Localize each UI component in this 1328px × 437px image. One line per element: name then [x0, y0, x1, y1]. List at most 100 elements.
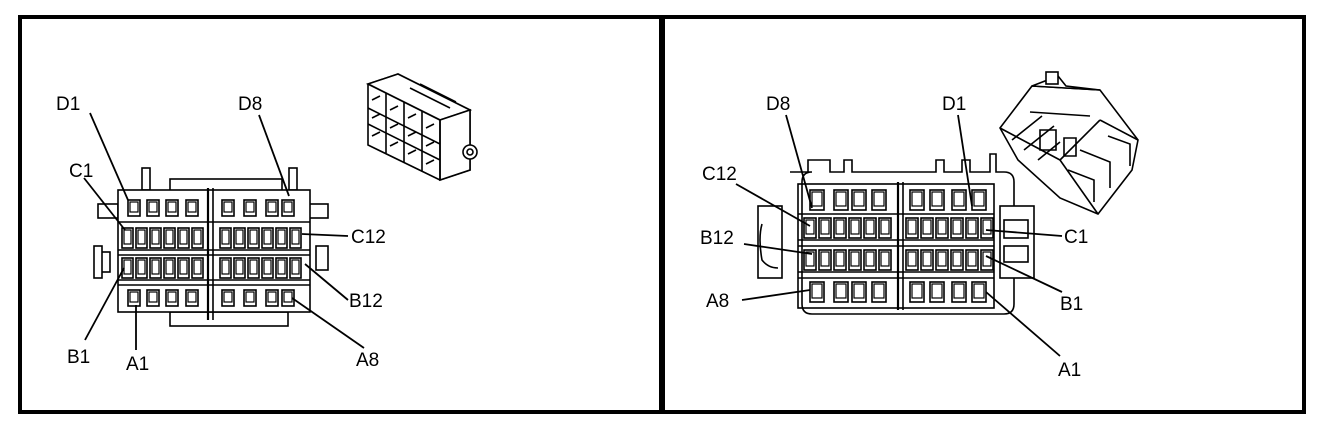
- left-pin-labels: D1 D8 C1 C12 B1 B12 A1 A8: [56, 94, 386, 375]
- terminal-cavity-inner: [937, 251, 947, 267]
- terminal-cavity-inner: [820, 219, 830, 235]
- terminal-cavity-inner: [953, 283, 965, 299]
- terminal-cavity-inner: [263, 229, 272, 245]
- terminal-cavity-inner: [937, 219, 947, 235]
- terminal-cavity-inner: [193, 229, 202, 245]
- left-label-b1: B1: [67, 347, 90, 368]
- terminal-cavity-inner: [165, 229, 174, 245]
- right-label-d1: D1: [942, 94, 966, 115]
- right-leader-lines: [735, 114, 1063, 357]
- left-connector-isometric: [365, 73, 478, 182]
- terminal-cavity-inner: [982, 219, 992, 235]
- terminal-cavity-inner: [873, 283, 885, 299]
- terminal-cavity-inner: [922, 251, 932, 267]
- terminal-cavity-inner: [167, 201, 177, 213]
- right-label-d8: D8: [766, 94, 790, 115]
- terminal-cavity: [177, 227, 190, 249]
- terminal-cavity-inner: [123, 229, 132, 245]
- terminal-cavity: [909, 281, 925, 303]
- terminal-cavity-inner: [235, 259, 244, 275]
- left-cavities-row-d: [127, 199, 295, 217]
- terminal-cavity: [219, 227, 232, 249]
- terminal-cavity-inner: [907, 219, 917, 235]
- terminal-cavity: [809, 281, 825, 303]
- terminal-cavity-inner: [277, 259, 286, 275]
- terminal-cavity-inner: [221, 229, 230, 245]
- right-pin-labels: D8 D1 C12 C1 B12 B1 A8 A1: [700, 94, 1088, 381]
- terminal-cavity-inner: [805, 251, 815, 267]
- terminal-cavity: [289, 257, 302, 279]
- terminal-cavity: [951, 189, 967, 211]
- terminal-cavity: [135, 257, 148, 279]
- terminal-cavity-inner: [223, 201, 233, 213]
- terminal-cavity-inner: [129, 201, 139, 213]
- terminal-cavity: [878, 217, 892, 239]
- right-label-c1: C1: [1064, 227, 1088, 248]
- terminal-cavity-inner: [865, 219, 875, 235]
- terminal-cavity: [233, 257, 246, 279]
- terminal-cavity: [878, 249, 892, 271]
- terminal-cavity: [163, 257, 176, 279]
- terminal-cavity-inner: [805, 219, 815, 235]
- terminal-cavity: [163, 227, 176, 249]
- terminal-cavity-inner: [811, 191, 823, 207]
- terminal-cavity-inner: [137, 259, 146, 275]
- terminal-cavity-inner: [151, 229, 160, 245]
- terminal-cavity-inner: [931, 191, 943, 207]
- right-label-b12: B12: [700, 228, 734, 249]
- terminal-cavity-inner: [911, 191, 923, 207]
- terminal-cavity: [191, 227, 204, 249]
- right-connector-isometric: [999, 71, 1139, 215]
- terminal-cavity-inner: [953, 191, 965, 207]
- terminal-cavity: [871, 281, 887, 303]
- left-label-d1: D1: [56, 94, 80, 115]
- terminal-cavity-inner: [235, 229, 244, 245]
- right-cavities-row-b: [803, 249, 994, 271]
- left-label-c1: C1: [69, 161, 93, 182]
- terminal-cavity: [863, 249, 877, 271]
- terminal-cavity-inner: [129, 291, 139, 303]
- terminal-cavity: [219, 257, 232, 279]
- left-label-d8: D8: [238, 94, 262, 115]
- terminal-cavity-inner: [249, 229, 258, 245]
- terminal-cavity: [950, 249, 964, 271]
- terminal-cavity-inner: [187, 291, 197, 303]
- terminal-cavity-inner: [835, 251, 845, 267]
- terminal-cavity-inner: [283, 291, 293, 303]
- terminal-cavity: [149, 257, 162, 279]
- terminal-cavity-inner: [853, 191, 865, 207]
- terminal-cavity: [149, 227, 162, 249]
- left-label-a1: A1: [126, 354, 149, 375]
- left-label-b12: B12: [349, 291, 383, 312]
- terminal-cavity: [905, 217, 919, 239]
- terminal-cavity-inner: [907, 251, 917, 267]
- terminal-cavity-inner: [187, 201, 197, 213]
- terminal-cavity-inner: [123, 259, 132, 275]
- terminal-cavity-inner: [179, 259, 188, 275]
- left-label-a8: A8: [356, 350, 379, 371]
- right-label-c12: C12: [702, 164, 737, 185]
- terminal-cavity: [905, 249, 919, 271]
- terminal-cavity: [191, 257, 204, 279]
- terminal-cavity-inner: [850, 251, 860, 267]
- terminal-cavity: [920, 249, 934, 271]
- terminal-cavity-inner: [931, 283, 943, 299]
- terminal-cavity-inner: [263, 259, 272, 275]
- terminal-cavity: [261, 257, 274, 279]
- terminal-cavity: [289, 227, 302, 249]
- terminal-cavity: [965, 217, 979, 239]
- terminal-cavity-inner: [865, 251, 875, 267]
- terminal-cavity: [980, 217, 994, 239]
- terminal-cavity-inner: [873, 191, 885, 207]
- terminal-cavity: [135, 227, 148, 249]
- terminal-cavity: [833, 281, 849, 303]
- terminal-cavity-inner: [835, 191, 847, 207]
- terminal-cavity: [950, 217, 964, 239]
- terminal-cavity-inner: [148, 291, 158, 303]
- terminal-cavity-inner: [137, 229, 146, 245]
- terminal-cavity-inner: [193, 259, 202, 275]
- terminal-cavity-inner: [911, 283, 923, 299]
- terminal-cavity: [833, 249, 847, 271]
- terminal-cavity-inner: [167, 291, 177, 303]
